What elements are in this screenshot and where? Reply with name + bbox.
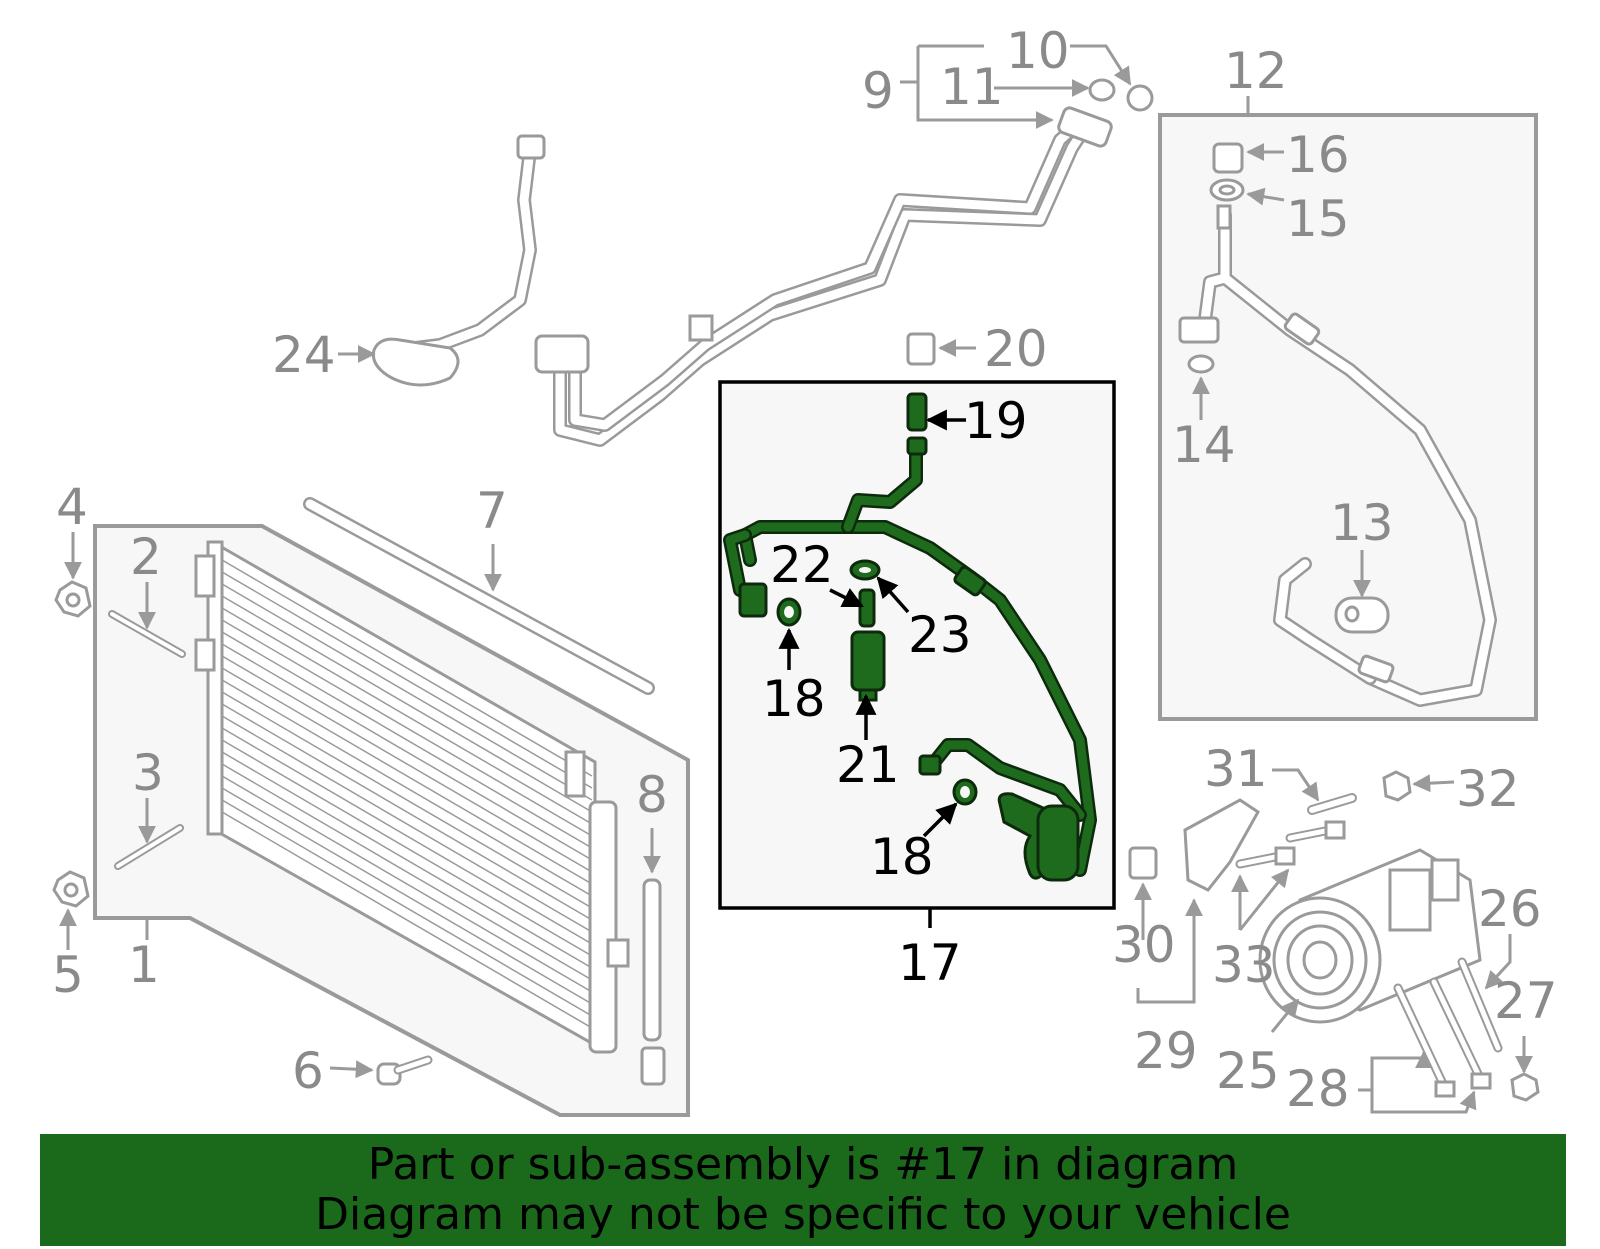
callout-4: 4 <box>56 478 88 536</box>
fitting-left <box>738 582 768 618</box>
callout-21: 21 <box>836 736 900 794</box>
callout-18b: 18 <box>870 828 934 886</box>
callout-20: 20 <box>984 320 1048 378</box>
callout-24: 24 <box>272 326 336 384</box>
callout-32: 32 <box>1456 760 1520 818</box>
callout-26: 26 <box>1478 880 1542 938</box>
callout-18a: 18 <box>762 670 826 728</box>
o-ring-14 <box>1187 354 1215 374</box>
callout-11: 11 <box>940 58 1004 116</box>
block-fitting-13 <box>1334 596 1390 634</box>
cap-20 <box>906 332 936 366</box>
valve-core-22 <box>858 588 876 628</box>
nut-27 <box>1510 1072 1540 1102</box>
callout-30: 30 <box>1112 916 1176 974</box>
callout-6: 6 <box>292 1042 324 1100</box>
line-24-fitting <box>516 134 546 160</box>
callout-29: 29 <box>1134 1022 1198 1080</box>
hose-assembly-12: 12 16 15 14 13 <box>1158 42 1538 721</box>
valve-19 <box>906 392 928 432</box>
callout-14: 14 <box>1172 416 1236 474</box>
info-banner: Part or sub-assembly is #17 in diagram D… <box>40 1134 1566 1246</box>
callout-28: 28 <box>1286 1060 1350 1118</box>
callout-1: 1 <box>128 936 160 994</box>
callout-9: 9 <box>862 62 894 120</box>
condenser-group: 4 2 3 5 1 7 8 6 <box>52 478 690 1117</box>
callout-10: 10 <box>1006 22 1070 80</box>
callout-2: 2 <box>130 528 162 586</box>
callout-7: 7 <box>476 482 508 540</box>
callout-3: 3 <box>132 744 164 802</box>
line-9-fitting <box>534 334 590 374</box>
o-ring-11 <box>1088 78 1116 102</box>
callout-31: 31 <box>1204 740 1268 798</box>
upper-lines-group: 9 11 10 24 20 <box>272 22 1154 447</box>
hose-12-bracket <box>1178 316 1220 344</box>
callout-22: 22 <box>770 536 834 594</box>
callout-23: 23 <box>908 606 972 664</box>
banner-line-2: Diagram may not be specific to your vehi… <box>315 1189 1291 1240</box>
drier-8 <box>642 878 662 1042</box>
compressor-group: 31 32 30 33 26 27 29 25 28 <box>1112 740 1558 1118</box>
callout-16: 16 <box>1286 126 1350 184</box>
callout-5: 5 <box>52 946 84 1004</box>
pressure-switch-21 <box>850 630 886 692</box>
callout-12: 12 <box>1224 42 1288 100</box>
condenser-core <box>194 540 630 1054</box>
banner-line-1: Part or sub-assembly is #17 in diagram <box>367 1139 1239 1190</box>
cap-16 <box>1212 142 1244 174</box>
callout-8: 8 <box>636 766 668 824</box>
callout-19: 19 <box>964 392 1028 450</box>
highlighted-assembly-17: 19 22 23 18 21 18 17 <box>718 380 1116 992</box>
callout-13: 13 <box>1330 494 1394 552</box>
nut-32 <box>1382 770 1412 802</box>
callout-27: 27 <box>1494 972 1558 1030</box>
bushing-30 <box>1128 846 1158 880</box>
callout-33: 33 <box>1212 936 1276 994</box>
callout-17: 17 <box>898 934 962 992</box>
callout-25: 25 <box>1216 1042 1280 1100</box>
callout-15: 15 <box>1286 190 1350 248</box>
o-ring-10 <box>1126 84 1154 112</box>
bracket-plate-29 <box>1183 798 1260 892</box>
compressor-25 <box>1258 848 1482 1024</box>
